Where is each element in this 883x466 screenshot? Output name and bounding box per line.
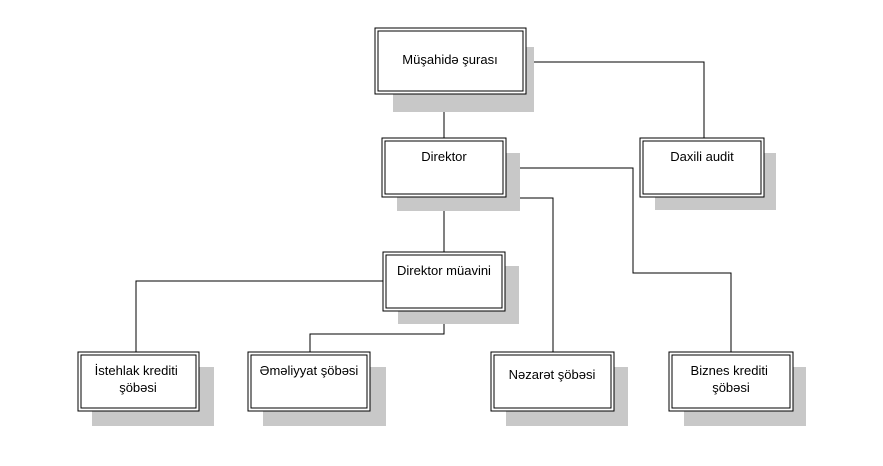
node-label: Daxili audit	[670, 149, 734, 164]
node-audit: Daxili audit	[639, 137, 776, 210]
node-label-line: şöbəsi	[119, 380, 157, 395]
node-label-line: Direktor	[421, 149, 467, 164]
node-box	[247, 351, 371, 412]
node-box-inner	[384, 140, 504, 195]
node-label: Biznes krediti şöbəsi	[691, 363, 772, 395]
node-box	[381, 137, 507, 198]
node-box	[639, 137, 765, 198]
node-label-line: İstehlak krediti	[95, 363, 178, 378]
node-label-line: Nəzarət şöbəsi	[509, 367, 596, 382]
connector-director-control	[505, 197, 554, 353]
node-box-inner	[250, 354, 368, 409]
node-label-line: Daxili audit	[670, 149, 734, 164]
node-deputy: Direktor müavini	[382, 251, 519, 324]
node-label-line: Əməliyyat şöbəsi	[260, 363, 359, 378]
node-box	[374, 27, 527, 95]
node-label: Müşahidə şurası	[402, 52, 497, 67]
node-box	[668, 351, 794, 412]
node-box-inner	[493, 354, 612, 409]
node-director: Direktor	[381, 137, 520, 211]
node-business-credit: Biznes krediti şöbəsi	[668, 351, 806, 426]
node-label-line: Biznes krediti	[691, 363, 768, 378]
node-box-inner	[377, 30, 524, 92]
node-box-inner	[385, 254, 503, 309]
node-label: Direktor müavini	[397, 263, 491, 278]
node-box-inner	[642, 140, 762, 195]
node-label: Nəzarət şöbəsi	[509, 367, 596, 382]
node-box	[490, 351, 615, 412]
node-operations: Əməliyyat şöbəsi	[247, 351, 386, 426]
node-box	[382, 251, 506, 312]
connector-director-business	[505, 167, 732, 353]
node-consumer-credit: İstehlak krediti şöbəsi	[77, 351, 214, 426]
node-control: Nəzarət şöbəsi	[490, 351, 628, 426]
node-label-line: Direktor müavini	[397, 263, 491, 278]
node-label: İstehlak krediti şöbəsi	[95, 363, 182, 395]
node-box-inner	[80, 354, 197, 409]
node-board: Müşahidə şurası	[374, 27, 534, 112]
node-label: Əməliyyat şöbəsi	[260, 363, 359, 378]
node-label: Direktor	[421, 149, 467, 164]
node-label-line: şöbəsi	[712, 380, 750, 395]
connector-board-audit	[525, 61, 705, 139]
connector-deputy-consumer	[135, 280, 385, 353]
node-label-line: Müşahidə şurası	[402, 52, 497, 67]
node-box	[77, 351, 200, 412]
node-box-inner	[671, 354, 791, 409]
